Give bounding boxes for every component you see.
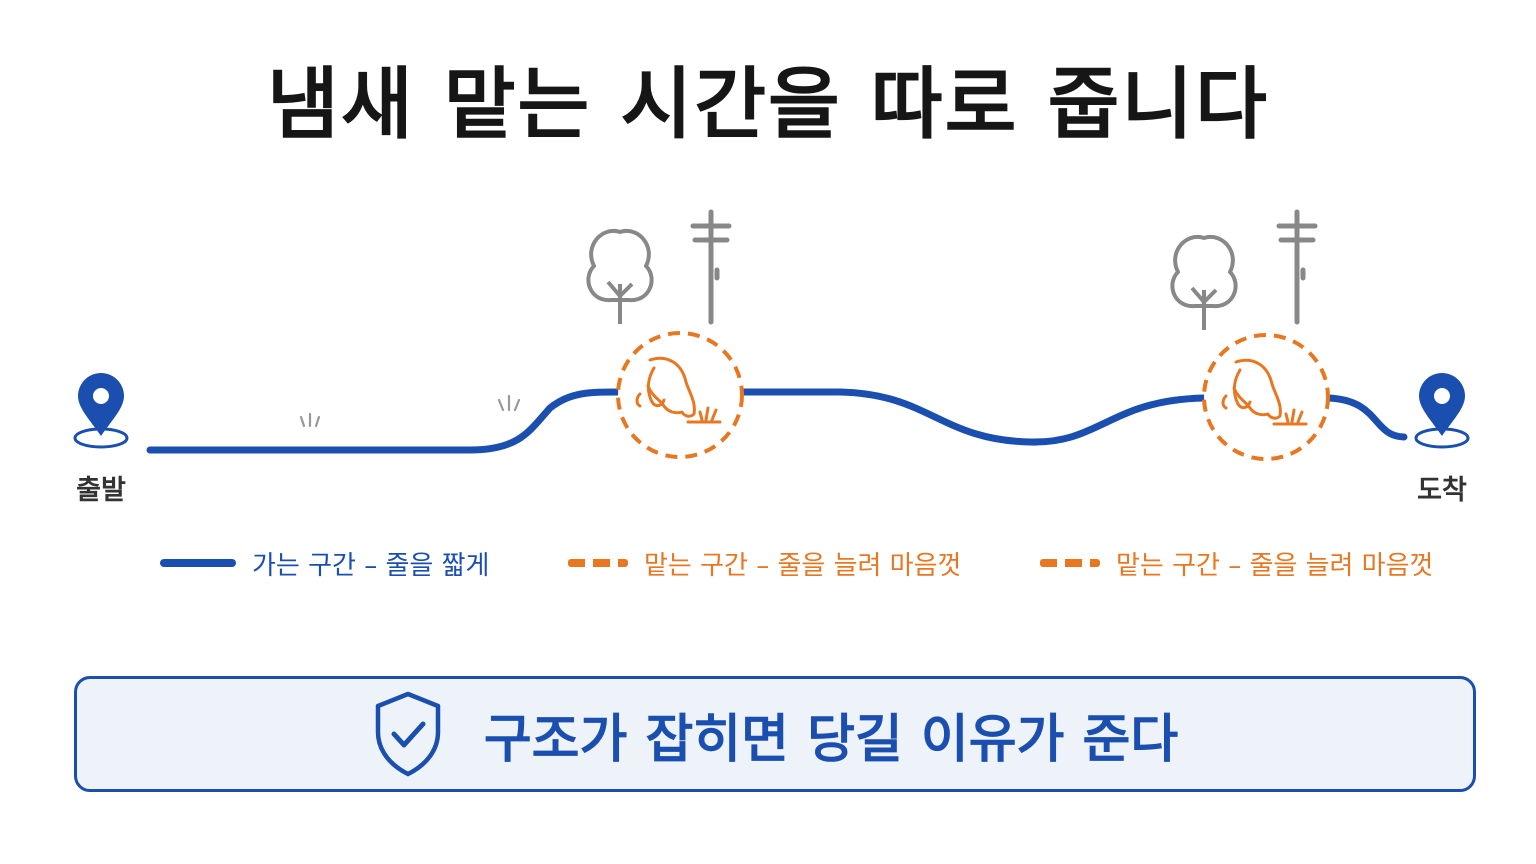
grass-icon <box>299 412 321 428</box>
sniffing-dog-icon <box>1221 358 1308 426</box>
solid-line-swatch <box>160 559 236 567</box>
legend-item-sniff: 맡는 구간 – 줄을 늘려 마음껏 <box>1040 546 1434 581</box>
end-label: 도착 <box>1417 475 1467 506</box>
dashed-line-swatch <box>568 559 628 567</box>
sniffing-dog-icon <box>635 356 722 424</box>
walk-route-path <box>740 388 1208 446</box>
end-pin-icon <box>1414 373 1470 449</box>
dashed-line-swatch <box>1040 559 1100 567</box>
legend-label: 맡는 구간 – 줄을 늘려 마음껏 <box>644 550 962 581</box>
walk-route-path <box>146 388 622 454</box>
callout-text: 구조가 잡히면 당길 이유가 준다 <box>483 709 1179 770</box>
tree-icon <box>586 228 654 324</box>
legend-label: 가는 구간 – 줄을 짧게 <box>252 550 490 581</box>
start-label: 출발 <box>76 475 126 506</box>
summary-callout: 구조가 잡히면 당길 이유가 준다 <box>74 676 1476 792</box>
walk-route-path <box>1324 394 1408 441</box>
grass-icon <box>497 394 521 412</box>
tree-icon <box>1170 234 1238 330</box>
legend-item-walk: 가는 구간 – 줄을 짧게 <box>160 546 490 581</box>
start-pin-icon <box>73 373 129 449</box>
legend-item-sniff: 맡는 구간 – 줄을 늘려 마음껏 <box>568 546 962 581</box>
sniff-stop-marker <box>616 331 744 459</box>
page-title: 냄새 맡는 시간을 따로 줍니다 <box>267 60 1269 150</box>
shield-check-icon <box>375 691 441 777</box>
utility-pole-icon <box>690 209 732 325</box>
sniff-stop-marker <box>1202 333 1330 461</box>
utility-pole-icon <box>1276 209 1318 325</box>
legend-label: 맡는 구간 – 줄을 늘려 마음껏 <box>1116 550 1434 581</box>
